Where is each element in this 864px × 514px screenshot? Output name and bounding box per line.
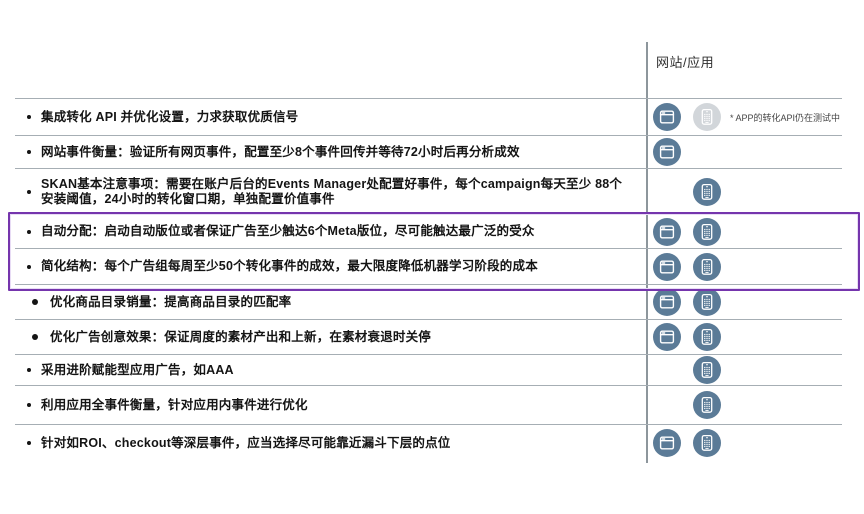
row-text: SKAN基本注意事项：需要在账户后台的Events Manager处配置好事件，… (41, 176, 623, 206)
guidelines-table: 集成转化 API 并优化设置，力求获取优质信号 * APP的转化API仍在测试中… (15, 98, 842, 461)
browser-window-icon (653, 429, 681, 457)
row-icons-cell (637, 215, 842, 248)
bullet-dot (27, 264, 31, 269)
bullet-dot (27, 441, 31, 445)
row-text-cell: 优化广告创意效果：保证周度的素材产出和上新，在素材衰退时关停 (15, 320, 637, 354)
row-text: 优化商品目录销量：提高商品目录的匹配率 (50, 294, 292, 309)
row-text: 简化结构：每个广告组每周至少50个转化事件的成效，最大限度降低机器学习阶段的成本 (41, 259, 538, 273)
browser-window-icon (653, 391, 681, 419)
row-icons-cell (637, 169, 842, 214)
mobile-phone-icon (693, 288, 721, 316)
mobile-phone-icon (693, 177, 721, 206)
mobile-phone-icon (693, 103, 721, 131)
bullet-dot (32, 334, 38, 340)
row-icons-cell (637, 136, 842, 168)
row-text: 针对如ROI、checkout等深层事件，应当选择尽可能靠近漏斗下层的点位 (41, 435, 451, 450)
table-row: SKAN基本注意事项：需要在账户后台的Events Manager处配置好事件，… (15, 169, 842, 215)
mobile-phone-icon (693, 252, 721, 281)
browser-window-icon (653, 252, 681, 281)
bullet-dot (27, 189, 31, 194)
column-header-label: 网站/应用 (656, 55, 715, 70)
browser-window-icon (653, 178, 681, 206)
row-text: 利用应用全事件衡量，针对应用内事件进行优化 (41, 397, 308, 412)
table-row: 网站事件衡量：验证所有网页事件，配置至少8个事件回传并等待72小时后再分析成效 (15, 136, 842, 169)
table-row: 优化商品目录销量：提高商品目录的匹配率 (15, 285, 842, 320)
mobile-phone-icon (693, 323, 721, 351)
row-icons-cell (637, 386, 842, 424)
row-text-cell: 优化商品目录销量：提高商品目录的匹配率 (15, 285, 637, 319)
row-text: 集成转化 API 并优化设置，力求获取优质信号 (41, 109, 299, 124)
table-row: 针对如ROI、checkout等深层事件，应当选择尽可能靠近漏斗下层的点位 (15, 425, 842, 461)
row-text: 采用进阶赋能型应用广告，如AAA (41, 362, 234, 377)
row-text-cell: 网站事件衡量：验证所有网页事件，配置至少8个事件回传并等待72小时后再分析成效 (15, 136, 637, 168)
table-row: 利用应用全事件衡量，针对应用内事件进行优化 (15, 386, 842, 425)
row-icons-cell: * APP的转化API仍在测试中 (637, 99, 842, 135)
row-text-cell: 自动分配：启动自动版位或者保证广告至少触达6个Meta版位，尽可能触达最广泛的受… (15, 215, 637, 248)
vertical-divider (646, 42, 648, 463)
row-icons-cell (637, 425, 842, 461)
row-text: 自动分配：启动自动版位或者保证广告至少触达6个Meta版位，尽可能触达最广泛的受… (41, 224, 535, 238)
footnote-text: * APP的转化API仍在测试中 (730, 112, 841, 123)
mobile-phone-icon (693, 138, 721, 166)
table-row: 自动分配：启动自动版位或者保证广告至少触达6个Meta版位，尽可能触达最广泛的受… (15, 215, 842, 249)
row-text-cell: 集成转化 API 并优化设置，力求获取优质信号 (15, 99, 637, 135)
row-text-cell: 利用应用全事件衡量，针对应用内事件进行优化 (15, 386, 637, 424)
mobile-phone-icon (693, 356, 721, 384)
table-row: 采用进阶赋能型应用广告，如AAA (15, 355, 842, 386)
row-text-cell: SKAN基本注意事项：需要在账户后台的Events Manager处配置好事件，… (15, 169, 637, 214)
mobile-phone-icon (693, 217, 721, 246)
row-icons-cell (637, 320, 842, 354)
bullet-dot (27, 229, 31, 234)
browser-window-icon (653, 323, 681, 351)
bullet-dot (27, 368, 31, 372)
bullet-dot (27, 150, 31, 154)
table-row: 简化结构：每个广告组每周至少50个转化事件的成效，最大限度降低机器学习阶段的成本 (15, 249, 842, 285)
row-icons-cell (637, 285, 842, 319)
bullet-dot (27, 115, 31, 119)
row-text: 网站事件衡量：验证所有网页事件，配置至少8个事件回传并等待72小时后再分析成效 (41, 144, 520, 159)
mobile-phone-icon (693, 391, 721, 419)
row-text-cell: 采用进阶赋能型应用广告，如AAA (15, 355, 637, 385)
row-text: 优化广告创意效果：保证周度的素材产出和上新，在素材衰退时关停 (50, 329, 432, 344)
mobile-phone-icon (693, 429, 721, 457)
browser-window-icon (653, 356, 681, 384)
bullet-dot (27, 403, 31, 407)
bullet-dot (32, 299, 38, 305)
browser-window-icon (653, 103, 681, 131)
table-row: 集成转化 API 并优化设置，力求获取优质信号 * APP的转化API仍在测试中 (15, 99, 842, 136)
row-text-cell: 针对如ROI、checkout等深层事件，应当选择尽可能靠近漏斗下层的点位 (15, 425, 637, 461)
table-row: 优化广告创意效果：保证周度的素材产出和上新，在素材衰退时关停 (15, 320, 842, 355)
row-icons-cell (637, 355, 842, 385)
browser-window-icon (653, 288, 681, 316)
row-text-cell: 简化结构：每个广告组每周至少50个转化事件的成效，最大限度降低机器学习阶段的成本 (15, 249, 637, 284)
browser-window-icon (653, 138, 681, 166)
browser-window-icon (653, 217, 681, 246)
row-icons-cell (637, 249, 842, 284)
